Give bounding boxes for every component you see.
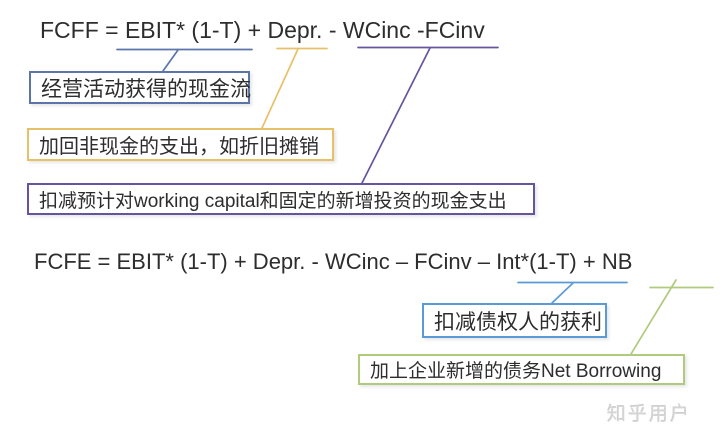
fcfe-interest-connector	[551, 282, 574, 304]
callout-noncash-expense: 加回非现金的支出，如折旧摊销	[27, 128, 334, 161]
fcff-investment-connector	[361, 47, 431, 184]
callout-net-borrowing-label: 加上企业新增的债务Net Borrowing	[370, 361, 662, 382]
callout-noncash-expense-label: 加回非现金的支出，如折旧摊销	[39, 136, 319, 158]
callout-net-borrowing: 加上企业新增的债务Net Borrowing	[358, 354, 685, 385]
fcfe-nb-connector	[630, 279, 677, 355]
fcff-operating-connector	[162, 49, 179, 72]
callout-investment-outflow-label: 扣减预计对working capital和固定的新增投资的现金支出	[39, 190, 507, 212]
formula-fcfe: FCFE = EBIT* (1-T) + Depr. - WCinc – FCi…	[34, 249, 633, 274]
zhihu-user-watermark: 知乎用户	[607, 404, 692, 425]
callout-creditor-profit-label: 扣减债权人的获利	[434, 310, 602, 334]
callout-investment-outflow: 扣减预计对working capital和固定的新增投资的现金支出	[27, 183, 535, 215]
fcff-depr-connector	[261, 48, 299, 129]
formula-fcff: FCFF = EBIT* (1-T) + Depr. - WCinc -FCin…	[40, 17, 485, 43]
callout-operating-cash-flow: 经营活动获得的现金流	[29, 71, 251, 104]
callout-creditor-profit: 扣减债权人的获利	[422, 303, 607, 338]
callout-operating-cash-flow-label: 经营活动获得的现金流	[41, 77, 251, 101]
